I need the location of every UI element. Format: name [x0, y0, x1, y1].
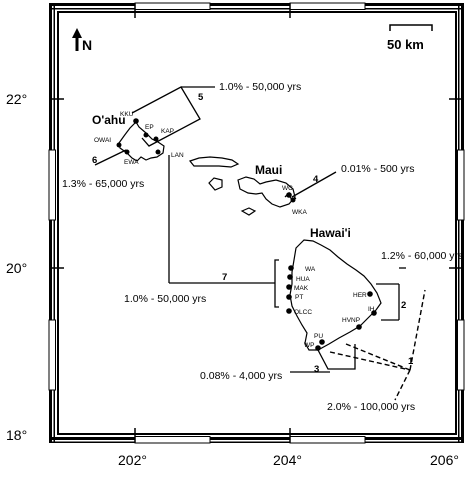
hawaii-island: [289, 239, 382, 351]
maui-island: [237, 176, 296, 208]
site-ih: IH: [368, 306, 375, 313]
lon-label-202: 202°: [118, 452, 147, 468]
transect-number-3: 3: [314, 364, 319, 375]
island-label-hawaii: Hawai'i: [310, 226, 351, 240]
transect-number-7: 7: [222, 272, 227, 283]
islands: [118, 121, 382, 351]
lon-label-204: 204°: [273, 452, 302, 468]
transect-number-1: 1: [408, 356, 414, 367]
site-hua: HUA: [296, 276, 310, 283]
lon-label-206: 206°: [430, 452, 459, 468]
site-hvnp: HVNP: [342, 317, 360, 324]
transect-number-4: 4: [313, 174, 319, 185]
site-olcc: OLCC: [294, 309, 312, 316]
site-markers: [116, 118, 377, 351]
lanai-island: [208, 177, 223, 191]
north-arrow-icon: [72, 28, 82, 51]
kahoolawe-island: [240, 207, 257, 216]
site-kap: KAP: [161, 128, 174, 135]
annotation-3: 0.08% - 4,000 yrs: [200, 370, 282, 382]
annotation-1: 2.0% - 100,000 yrs: [327, 401, 415, 413]
site-labels: KKU EP KAP OWAI EWA LAN WC WKA WA HUA MA…: [94, 111, 375, 349]
transect-1-dashed: [329, 289, 426, 401]
annotation-4: 0.01% - 500 yrs: [341, 163, 415, 175]
site-wa: WA: [305, 266, 316, 273]
site-pu: PU: [314, 333, 323, 340]
site-kku: KKU: [120, 111, 134, 118]
annotation-2: 1.2% - 60,000 yrs: [381, 250, 463, 262]
island-label-oahu: O'ahu: [92, 113, 126, 127]
lat-label-20: 20°: [6, 260, 27, 276]
site-ewa: EWA: [124, 159, 139, 166]
transect-lines: [94, 86, 406, 373]
site-ep: EP: [145, 124, 154, 131]
annotation-5: 1.0% - 50,000 yrs: [219, 81, 301, 93]
annotation-6: 1.3% - 65,000 yrs: [62, 178, 144, 190]
site-wp: WP: [304, 342, 314, 349]
axis-ticks: [49, 3, 464, 443]
map-frame: [48, 2, 465, 444]
transect-number-2: 2: [401, 300, 406, 311]
transect-number-6: 6: [92, 155, 97, 166]
site-owai: OWAI: [94, 137, 111, 144]
scale-bar: [389, 24, 433, 31]
scale-label: 50 km: [387, 37, 424, 52]
north-label: N: [82, 37, 92, 53]
annotation-7: 1.0% - 50,000 yrs: [124, 293, 206, 305]
lat-label-18: 18°: [6, 427, 27, 443]
site-wc: WC: [282, 185, 293, 192]
lat-label-22: 22°: [6, 91, 27, 107]
transect-number-5: 5: [198, 92, 204, 103]
site-her: HER: [353, 292, 367, 299]
molokai-island: [188, 156, 240, 168]
site-wka: WKA: [292, 209, 307, 216]
site-mak: MAK: [294, 285, 309, 292]
site-pt: PT: [295, 294, 303, 301]
site-lan: LAN: [171, 152, 184, 159]
island-label-maui: Maui: [255, 163, 282, 177]
